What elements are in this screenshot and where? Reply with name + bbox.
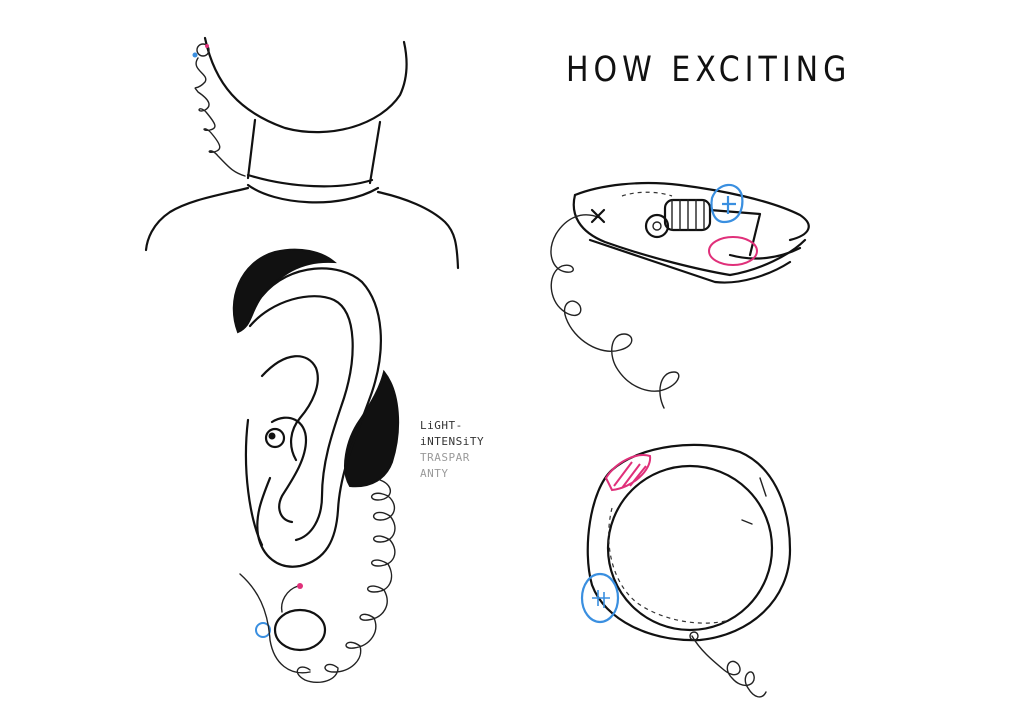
left-shoulder: [144, 186, 250, 252]
ear-helix: [248, 295, 354, 542]
ear-outer: [256, 267, 382, 568]
ear-cord-spiral: [296, 479, 396, 684]
ring-inner: [606, 464, 774, 632]
light-intensity-annotation: LiGHT- iNTENSiTY TRASPAR ANTY: [420, 418, 484, 482]
ear-ring-top: [280, 585, 299, 613]
ear-figure: [232, 248, 400, 684]
ring-pink-accent: [604, 454, 652, 492]
ring-seam-top: [759, 477, 767, 497]
ear-ring-loop: [273, 608, 327, 652]
annotation-line-4: ANTY: [420, 467, 449, 480]
clip-body-plate: [572, 193, 807, 277]
ear-ring-blue-dot: [255, 622, 271, 638]
ring-cord-bead: [689, 631, 699, 641]
ring-blue-marks: [592, 590, 610, 608]
clip-cord-knot: [590, 208, 606, 224]
clip-jaw: [728, 246, 802, 260]
ring-cord: [691, 635, 767, 698]
clip-blue-accent: [710, 183, 744, 224]
ring-blue-accent: [580, 572, 620, 624]
ring-seam: [741, 519, 753, 525]
clip-spring-coils: [671, 199, 705, 231]
ring-figure: [580, 443, 792, 698]
earring-stud: [196, 43, 210, 57]
ring-inner-dash: [608, 507, 731, 624]
ear-cord-left: [239, 573, 311, 674]
ear-antihelix: [270, 416, 308, 524]
earring-cord: [194, 57, 246, 177]
neck-figure: [144, 36, 460, 270]
neck-left: [246, 118, 257, 180]
hair-shape-back: [344, 369, 400, 488]
clip-figure: [550, 181, 810, 409]
clip-lever: [708, 208, 762, 257]
chin-outline: [203, 36, 408, 134]
annotation-line-2: iNTENSiTY: [420, 435, 485, 448]
neck-right: [368, 120, 382, 185]
ear-ring-pink-dot: [297, 583, 303, 589]
clip-body-top: [573, 181, 810, 242]
clip-pivot: [644, 213, 670, 239]
earring-blue-dot: [192, 52, 198, 58]
clip-body-bottom: [588, 238, 792, 284]
ring-outer: [586, 443, 792, 642]
choker-bottom: [246, 183, 380, 204]
ear-canal-dot: [268, 432, 276, 440]
clip-pivot-inner: [652, 221, 662, 231]
annotation-line-1: LiGHT-: [420, 419, 463, 432]
clip-dashes: [621, 191, 673, 197]
choker-top: [246, 173, 374, 188]
clip-cord: [550, 214, 680, 409]
ear-canal: [264, 427, 286, 449]
ear-lobe-left: [244, 418, 264, 547]
ear-inner: [260, 355, 319, 462]
right-shoulder: [376, 190, 460, 270]
earring-red-dot: [205, 44, 209, 48]
hair-shape-top: [232, 248, 337, 334]
page-title: HOW EXCITING: [566, 50, 852, 91]
annotation-line-3: TRASPAR: [420, 451, 470, 464]
clip-pink-accent: [708, 236, 758, 266]
